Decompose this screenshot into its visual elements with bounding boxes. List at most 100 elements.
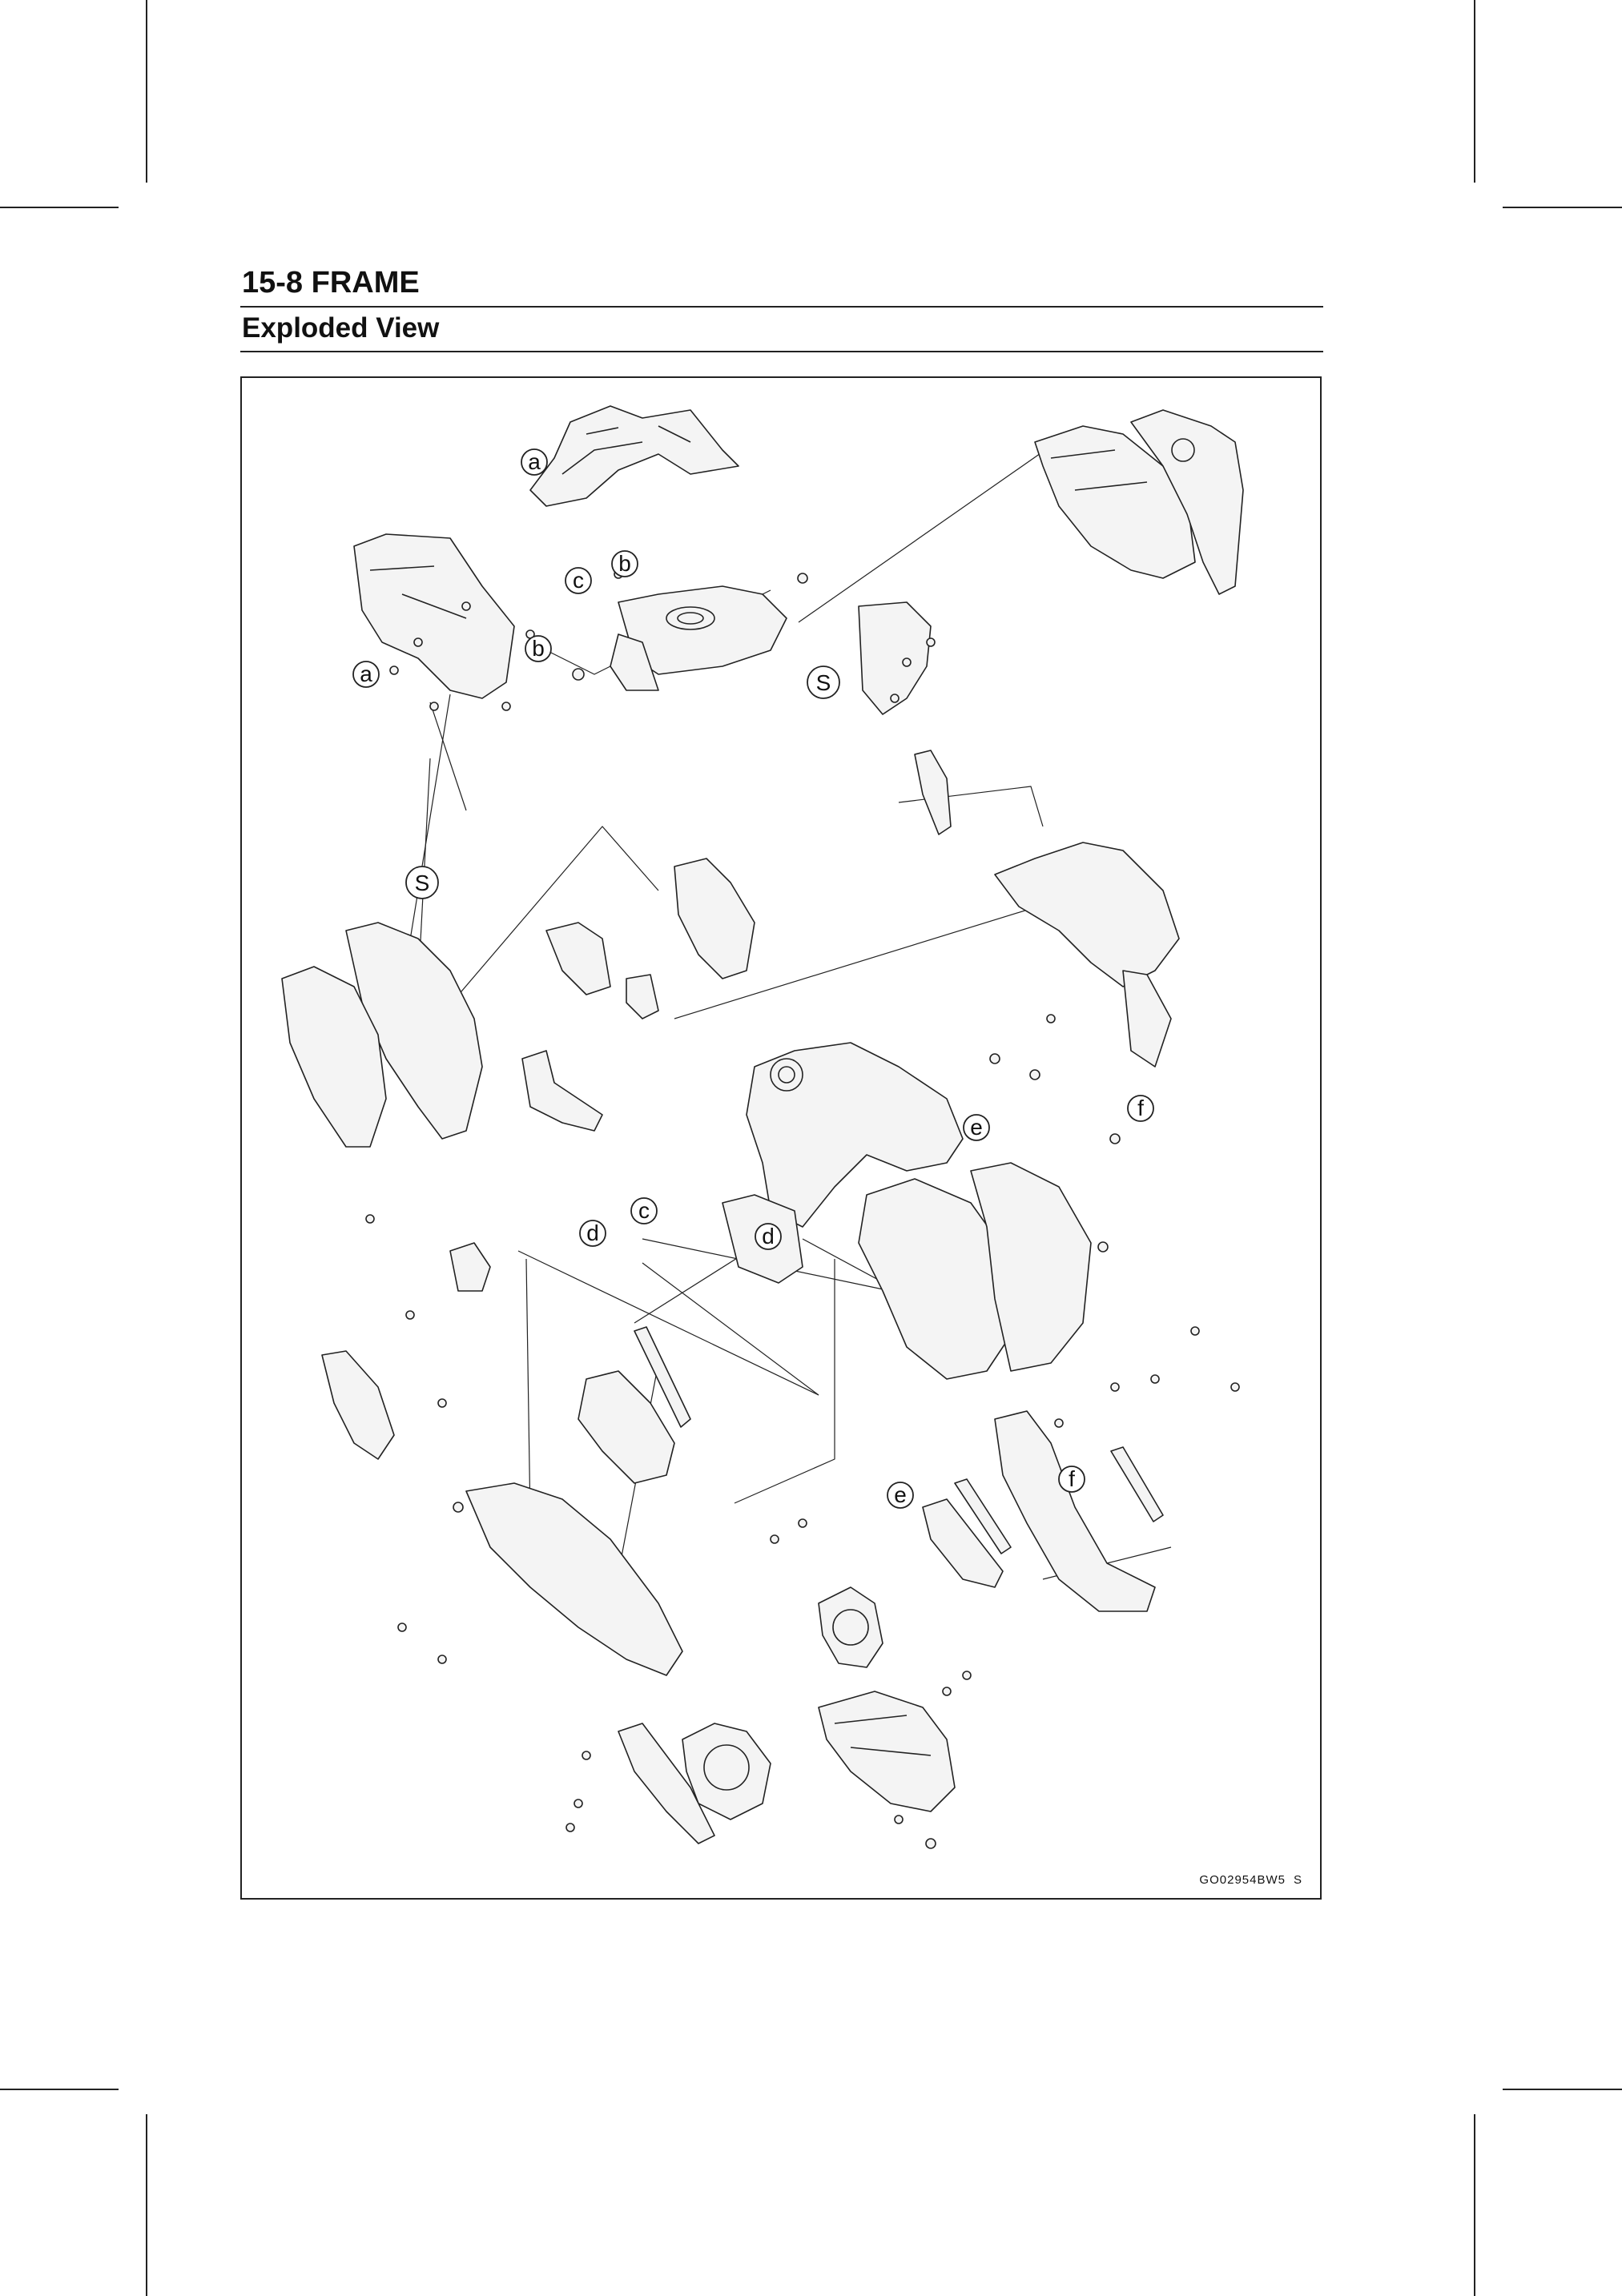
- lower-bracket-left-part: [321, 1350, 395, 1460]
- bolt: [770, 1534, 779, 1544]
- crop-mark: [1503, 207, 1622, 208]
- exploded-view-diagram: a a b b c c d: [240, 376, 1322, 1900]
- figure-code-suffix: S: [1293, 1873, 1302, 1887]
- mirror-cover-part: [1130, 409, 1244, 595]
- fuel-cap: [666, 606, 715, 630]
- svg-text:a: a: [360, 661, 372, 686]
- callout-s-1: S: [807, 665, 840, 699]
- lower-cowl-right-part: [994, 1410, 1156, 1612]
- bolt: [1190, 1326, 1200, 1336]
- header-rule: [240, 351, 1323, 352]
- callout-e-2: e: [887, 1482, 914, 1509]
- page-header: 15-8 FRAME Exploded View: [240, 264, 1323, 352]
- seat-cowl-part: [529, 405, 739, 507]
- lower-bracket-part: [618, 1723, 715, 1844]
- bolt: [989, 1053, 1000, 1064]
- bolt: [1150, 1374, 1160, 1384]
- bolt: [437, 1398, 447, 1408]
- engine-cover-upper-detail: [832, 1609, 869, 1646]
- bolt: [1046, 1014, 1056, 1023]
- callout-c-1: c: [565, 567, 592, 594]
- frame-cover-right-part: [858, 1178, 1020, 1380]
- engine-cover-lower-part: [682, 1723, 771, 1820]
- side-cover-upper-right-detail: [1050, 449, 1148, 491]
- crop-mark: [146, 0, 147, 183]
- bolt: [925, 1838, 936, 1849]
- callouts: a a b b c c d: [352, 448, 1154, 1509]
- air-duct-part: [674, 858, 755, 979]
- tank-front: [610, 633, 659, 691]
- bolt: [890, 694, 900, 703]
- engine-cover-lower-detail: [703, 1744, 750, 1791]
- svg-text:S: S: [415, 871, 430, 895]
- callout-e-1: e: [963, 1114, 990, 1141]
- bolt: [405, 1310, 415, 1320]
- bolt: [413, 637, 423, 647]
- trim-strip-center-part: [922, 1498, 1004, 1588]
- bolt: [1097, 1241, 1109, 1253]
- bolt: [582, 1751, 591, 1760]
- bolt: [574, 1799, 583, 1808]
- crop-mark: [0, 2089, 119, 2090]
- bolt: [1109, 1133, 1121, 1144]
- callout-a-1: a: [521, 448, 548, 476]
- callout-d-2: d: [755, 1223, 782, 1250]
- bolt: [1230, 1382, 1240, 1392]
- callout-d-1: d: [579, 1220, 606, 1247]
- bolt: [389, 665, 399, 675]
- bolt: [437, 1655, 447, 1664]
- svg-text:b: b: [532, 636, 545, 661]
- fasteners: [365, 569, 1240, 1849]
- svg-text:f: f: [1137, 1096, 1144, 1120]
- header-rule: [240, 306, 1323, 308]
- bolt: [572, 668, 585, 681]
- trim-strip-right-part: [1110, 1446, 1164, 1522]
- side-cover-upper-right-part: [1034, 425, 1196, 579]
- svg-text:e: e: [970, 1115, 983, 1140]
- figure-code-id: GO02954BW5: [1199, 1873, 1286, 1887]
- bolt: [565, 1823, 575, 1832]
- lower-cowl-inner-part: [578, 1370, 675, 1484]
- svg-text:c: c: [573, 568, 584, 593]
- steering-head-inner: [778, 1066, 795, 1084]
- bolt: [798, 1518, 807, 1528]
- main-frame-part: [746, 1042, 964, 1228]
- bolt: [902, 657, 912, 667]
- bolt: [461, 601, 471, 611]
- bolt: [1110, 1382, 1120, 1392]
- engine-cover-upper-part: [818, 1586, 883, 1668]
- bracket-left-part: [449, 1242, 491, 1292]
- svg-text:b: b: [618, 551, 631, 576]
- under-cowl-detail: [834, 1715, 932, 1756]
- svg-text:c: c: [638, 1198, 650, 1223]
- bracket-small-part: [626, 974, 659, 1019]
- section-title: Exploded View: [242, 312, 440, 344]
- stay-tube-part: [521, 1050, 603, 1132]
- figure-code: GO02954BW5 S: [1191, 1873, 1302, 1887]
- bolt: [501, 702, 511, 711]
- inner-fairing-left-part: [345, 922, 483, 1140]
- bolt: [453, 1502, 464, 1513]
- bolt: [797, 573, 808, 584]
- fuel-cap-inner: [677, 612, 704, 625]
- bolt: [942, 1687, 952, 1696]
- crop-mark: [1474, 0, 1475, 183]
- bolt: [365, 1214, 375, 1224]
- exploded-view-drawing: a a b b c c d: [281, 405, 1244, 1849]
- bolt: [397, 1622, 407, 1632]
- crop-mark: [146, 2114, 147, 2296]
- callout-f-2: f: [1058, 1466, 1085, 1493]
- trim-strip-center2-part: [954, 1478, 1012, 1554]
- bolt: [962, 1671, 972, 1680]
- inner-panel-right-part: [858, 601, 932, 715]
- callout-s-2: S: [405, 866, 439, 899]
- svg-text:d: d: [586, 1220, 599, 1245]
- callout-f-1: f: [1127, 1095, 1154, 1122]
- upper-fairing-left-detail: [369, 565, 467, 619]
- bolt: [1054, 1418, 1064, 1428]
- crop-mark: [1474, 2114, 1475, 2296]
- upper-fairing-left-part: [353, 533, 515, 699]
- svg-text:e: e: [894, 1482, 907, 1507]
- svg-text:f: f: [1069, 1466, 1075, 1491]
- bolt: [894, 1815, 904, 1824]
